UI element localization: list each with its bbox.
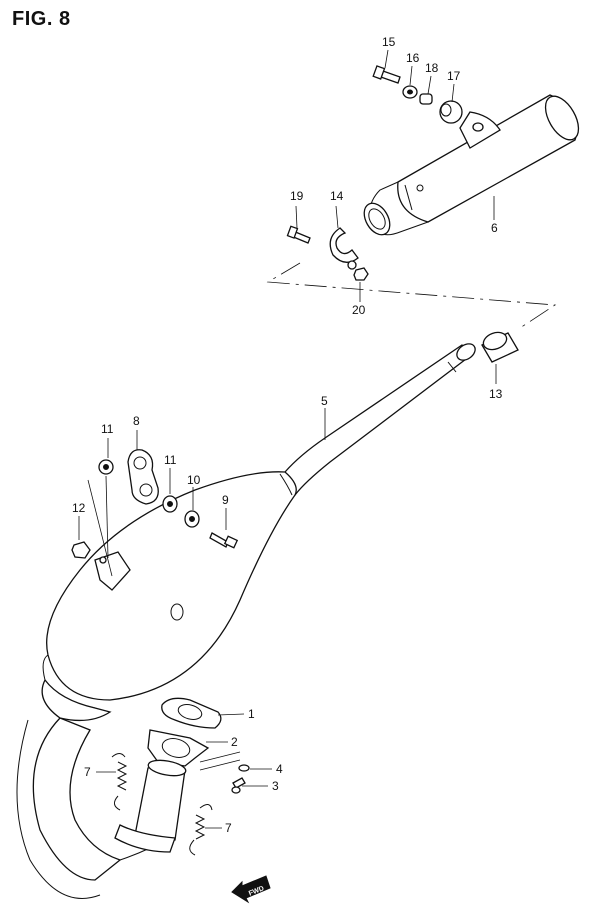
leader-14: [335, 205, 339, 229]
callout-10: 10: [187, 473, 201, 487]
gasket-1: [161, 697, 222, 729]
nut-20: [353, 267, 369, 281]
exhaust-pipe: [16, 343, 476, 899]
callout-6: 6: [491, 221, 498, 235]
callout-15: 15: [382, 35, 396, 49]
callout-5: 5: [321, 394, 328, 408]
washer-10-hole: [189, 516, 195, 522]
callout-17: 17: [447, 69, 461, 83]
bolt-9: [209, 532, 239, 549]
leader-16: [409, 65, 413, 86]
callout-7a: 7: [84, 765, 91, 779]
figure-title: FIG. 8: [12, 8, 71, 30]
leader-17: [451, 83, 455, 103]
washer-11a-hole: [103, 464, 109, 470]
leader-18: [427, 75, 432, 95]
leader-19: [295, 205, 298, 229]
nut-12: [71, 541, 91, 559]
leader-11-bracket: [87, 479, 113, 577]
grommet-17: [439, 100, 463, 124]
callout-18: 18: [425, 61, 439, 75]
callout-16: 16: [406, 51, 420, 65]
callout-8: 8: [133, 414, 140, 428]
callout-4: 4: [276, 762, 283, 776]
bolt-15: [372, 65, 401, 84]
flange-2: [147, 729, 210, 767]
bolt-19: [286, 225, 311, 244]
callout-9: 9: [222, 493, 229, 507]
leader-15: [384, 49, 389, 69]
collar-18: [419, 93, 433, 105]
spring-7b: [189, 804, 213, 856]
clamp-14: [329, 227, 359, 270]
callout-2: 2: [231, 735, 238, 749]
callout-1: 1: [248, 707, 255, 721]
sleeve-13: [481, 331, 519, 363]
fwd-arrow-icon: FWD: [231, 875, 271, 904]
spring-7a: [111, 753, 128, 811]
bolt-3: [231, 777, 246, 794]
damper-8: [127, 449, 159, 505]
washer-16-hole: [407, 89, 413, 95]
leader-2-4: [199, 751, 241, 771]
washer-4: [238, 764, 250, 772]
pipe-bracket: [94, 551, 131, 591]
callout-14: 14: [330, 189, 344, 203]
callout-11a: 11: [101, 422, 114, 436]
washer-11b-hole: [167, 501, 173, 507]
callout-3: 3: [272, 779, 279, 793]
callout-11b: 11: [164, 453, 177, 467]
leader-damper-bracket: [105, 475, 109, 559]
callout-7b: 7: [225, 821, 232, 835]
joint-pipe: [114, 759, 187, 853]
callout-19: 19: [290, 189, 304, 203]
callout-12: 12: [72, 501, 86, 515]
silencer: [363, 94, 580, 236]
callout-13: 13: [489, 387, 503, 401]
callout-20: 20: [352, 303, 366, 317]
assembly-line: [266, 262, 557, 329]
leader-1: [217, 713, 245, 716]
